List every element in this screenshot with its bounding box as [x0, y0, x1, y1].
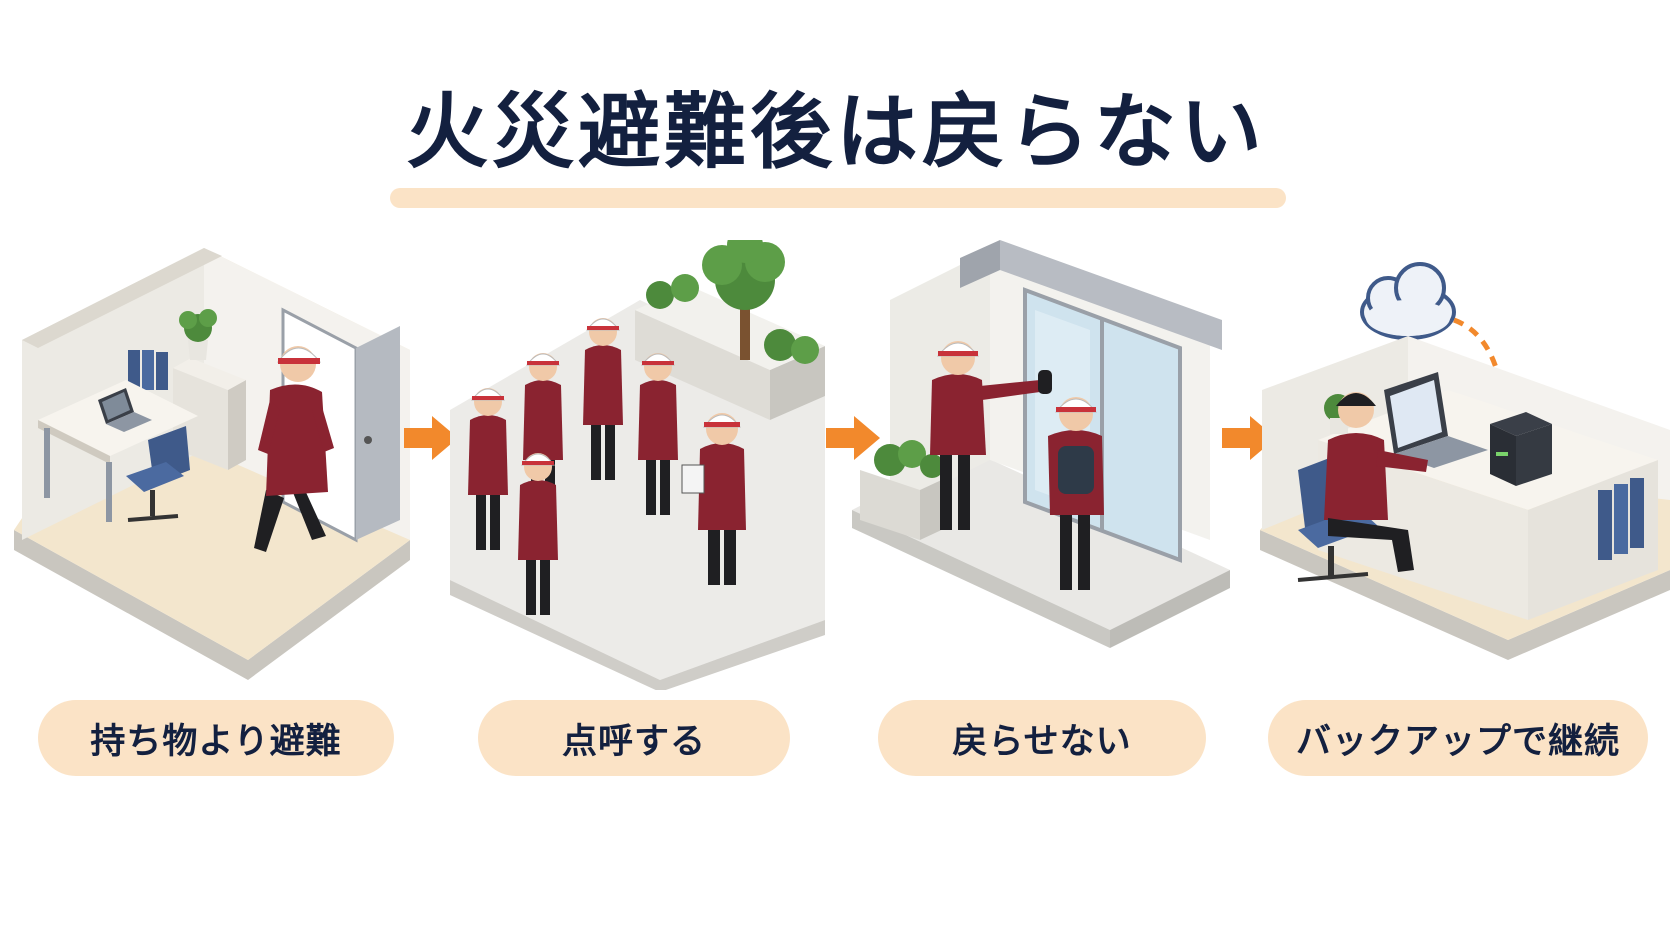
laptop-icon: [98, 388, 152, 432]
cloud-icon: [1360, 262, 1456, 340]
title-block: 火災避難後は戻らない: [0, 78, 1672, 208]
arrow-right-icon: [400, 412, 462, 464]
worker-group: [468, 318, 746, 615]
arrow-right-icon: [822, 412, 884, 464]
step-label-backup: バックアップで継続: [1268, 700, 1648, 776]
worker-walking: [254, 346, 334, 552]
backup-continue-illustration: [1260, 262, 1670, 660]
office-evacuation-illustration: [14, 248, 410, 680]
panel-roll-call: [440, 240, 830, 690]
worker-at-desk: [1324, 392, 1428, 572]
panel-backup-continue: [1258, 240, 1670, 690]
worker-guard: [930, 341, 1052, 530]
panel-no-reentry: [850, 240, 1250, 690]
server-icon: [1490, 412, 1552, 486]
step-label-evacuate: 持ち物より避難: [38, 700, 394, 776]
worker-with-backpack: [1048, 397, 1104, 590]
laptop-icon: [1384, 372, 1488, 468]
page-title: 火災避難後は戻らない: [405, 85, 1266, 180]
no-reentry-illustration: [852, 240, 1230, 648]
tree-icon: [702, 240, 785, 360]
title-underline: [390, 188, 1286, 208]
stop-hand-icon: [1038, 370, 1052, 394]
plant-icon: [874, 444, 906, 476]
roll-call-illustration: [450, 240, 825, 690]
step-label-no-reentry: 戻らせない: [878, 700, 1206, 776]
panel-office-evacuation: [8, 240, 418, 690]
step-label-roll-call: 点呼する: [478, 700, 790, 776]
